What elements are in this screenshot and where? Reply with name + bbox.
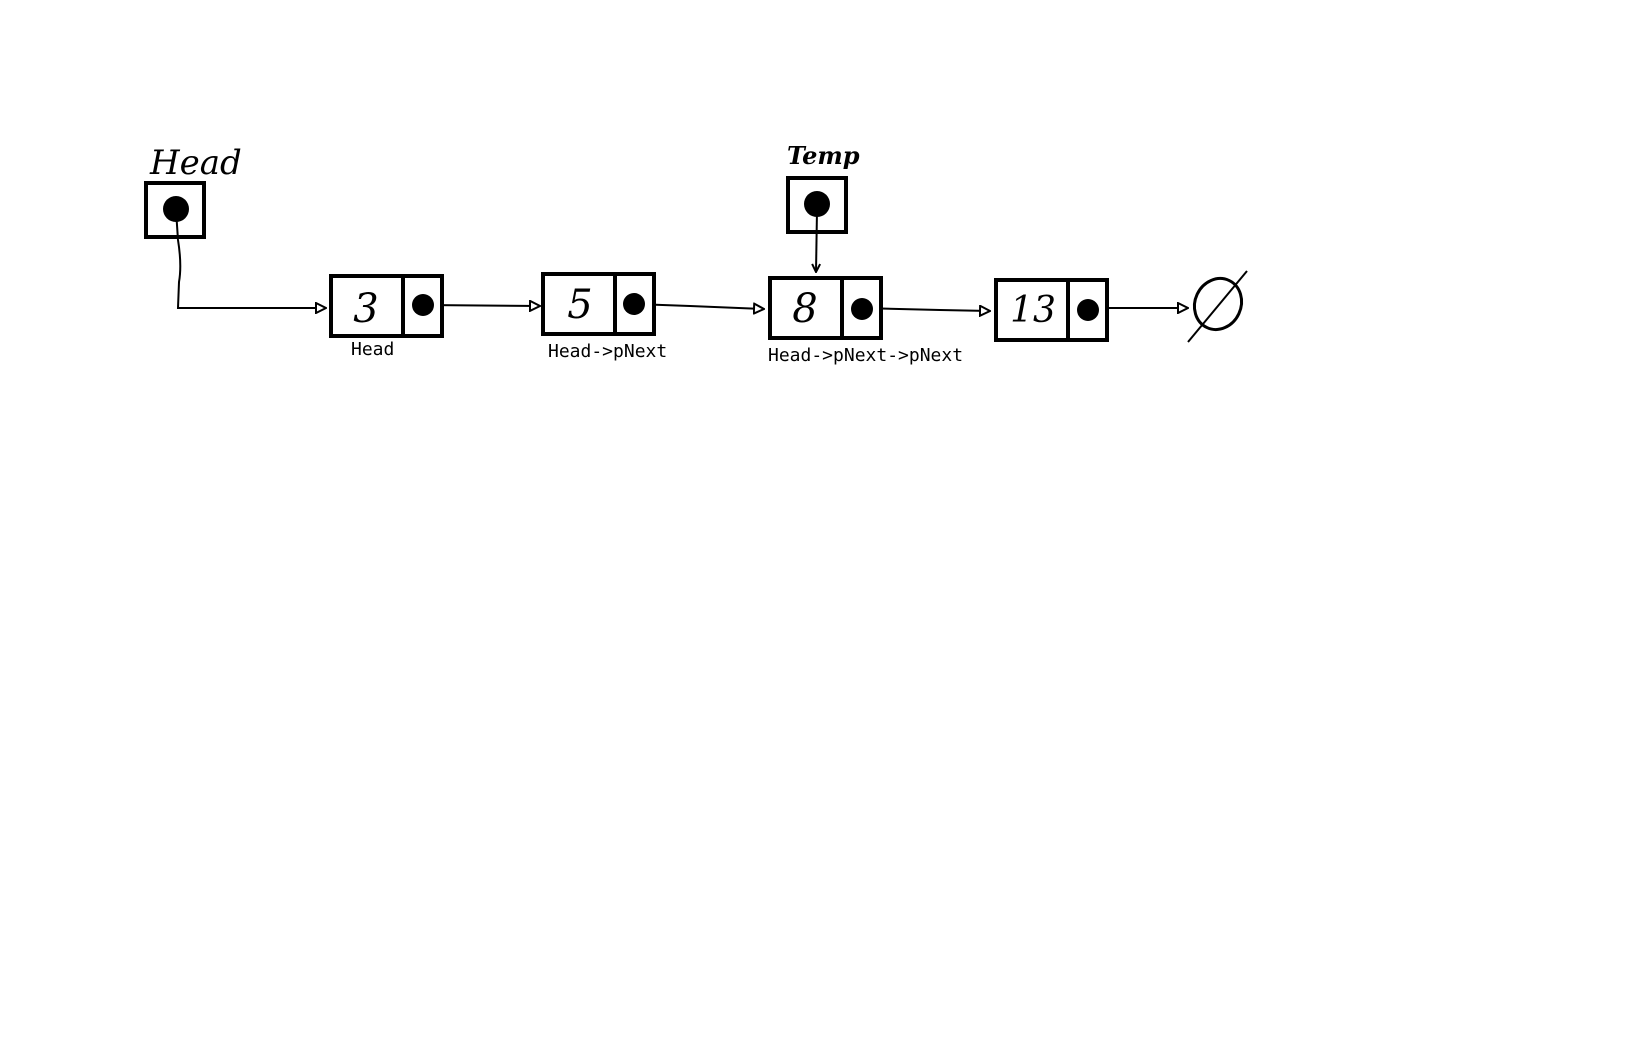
node-caption: Head->pNext (548, 341, 667, 362)
node-next-cell (401, 274, 444, 338)
node-next-dot (851, 298, 873, 320)
temp-pointer-arrow (816, 209, 817, 272)
list-node: 5 Head->pNext (541, 272, 667, 362)
node-next-dot (412, 294, 434, 316)
links (175, 209, 1188, 311)
head-pointer-label: Head (149, 143, 242, 183)
list-node: 13 (994, 278, 1109, 342)
node-caption: Head (351, 339, 394, 360)
node-value: 8 (792, 286, 817, 332)
node-next-dot (1077, 299, 1099, 321)
head-pointer-arrow (175, 209, 326, 308)
temp-pointer-dot (804, 191, 830, 217)
node-caption: Head->pNext->pNext (768, 345, 963, 366)
node-value: 5 (567, 282, 592, 328)
link-node-3-to-4 (861, 308, 990, 311)
node-value: 3 (353, 286, 378, 332)
temp-pointer-label: Temp (787, 141, 860, 170)
list-node: 8 Head->pNext->pNext (768, 276, 963, 366)
null-icon (1187, 270, 1248, 343)
head-pointer-dot (163, 196, 189, 222)
node-next-dot (623, 293, 645, 315)
head-pointer-box (144, 181, 206, 239)
list-node: 3 Head (329, 274, 444, 360)
head-pointer: Head (144, 143, 242, 239)
temp-pointer: Temp (786, 141, 860, 234)
node-value: 13 (1010, 290, 1056, 331)
